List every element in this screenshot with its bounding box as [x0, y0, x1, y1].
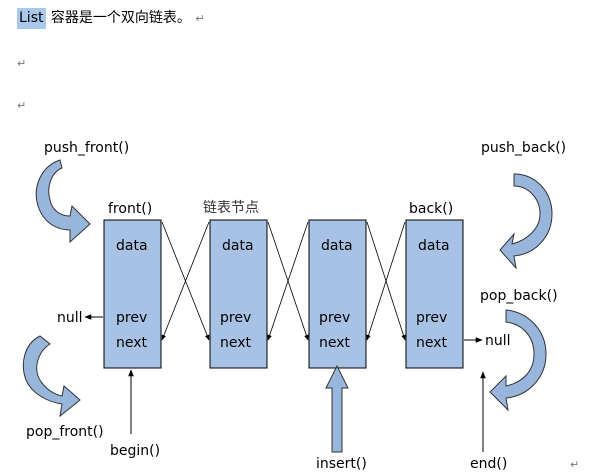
front-label: front() — [108, 201, 152, 217]
pop-back-label: pop_back() — [480, 288, 558, 304]
node-field-prev: prev — [116, 310, 147, 326]
push-front-label: push_front() — [44, 140, 129, 156]
node-header-label: 链表节点 — [203, 200, 259, 216]
node-field-prev: prev — [416, 310, 447, 326]
title-line: List 容器是一个双向链表。 ↵ — [17, 8, 205, 29]
insert-arrow-icon — [325, 364, 349, 453]
list-node-4: data prev next — [405, 219, 464, 369]
node-field-prev: prev — [319, 310, 350, 326]
node-field-data: data — [418, 238, 450, 254]
link-prev-2-1 — [161, 221, 210, 341]
pop-back-arrow-icon — [489, 309, 547, 412]
push-front-arrow-icon — [35, 159, 91, 244]
link-prev-4-3 — [366, 221, 406, 341]
push-back-label: push_back() — [481, 140, 566, 156]
node-field-next: next — [116, 335, 148, 351]
node-field-next: next — [220, 335, 252, 351]
end-label: end() — [470, 456, 507, 472]
node-field-next: next — [319, 335, 351, 351]
push-back-arrow-icon — [499, 173, 553, 270]
node-field-data: data — [116, 238, 148, 254]
paragraph-mark-icon: ↵ — [17, 99, 27, 112]
node-field-data: data — [222, 238, 254, 254]
node-field-next: next — [416, 335, 448, 351]
paragraph-mark-icon: ↵ — [195, 12, 205, 25]
node-link-lines — [161, 221, 406, 341]
begin-label: begin() — [110, 443, 160, 459]
pop-front-arrow-icon — [22, 335, 81, 418]
list-node-3: data prev next — [308, 219, 367, 369]
null-left-label: null — [57, 310, 83, 326]
pop-front-label: pop_front() — [26, 424, 104, 440]
list-node-1: data prev next — [103, 219, 162, 369]
title-text: 容器是一个双向链表。 — [46, 10, 191, 26]
null-right-label: null — [485, 333, 511, 349]
paragraph-mark-icon: ↵ — [17, 57, 27, 70]
back-label: back() — [409, 201, 453, 217]
insert-label: insert() — [316, 456, 367, 472]
paragraph-mark-icon: ↵ — [570, 458, 580, 471]
list-node-2: data prev next — [209, 219, 268, 369]
node-field-data: data — [321, 238, 353, 254]
title-highlight: List — [17, 8, 47, 29]
node-field-prev: prev — [220, 310, 251, 326]
link-prev-3-2 — [267, 221, 309, 341]
